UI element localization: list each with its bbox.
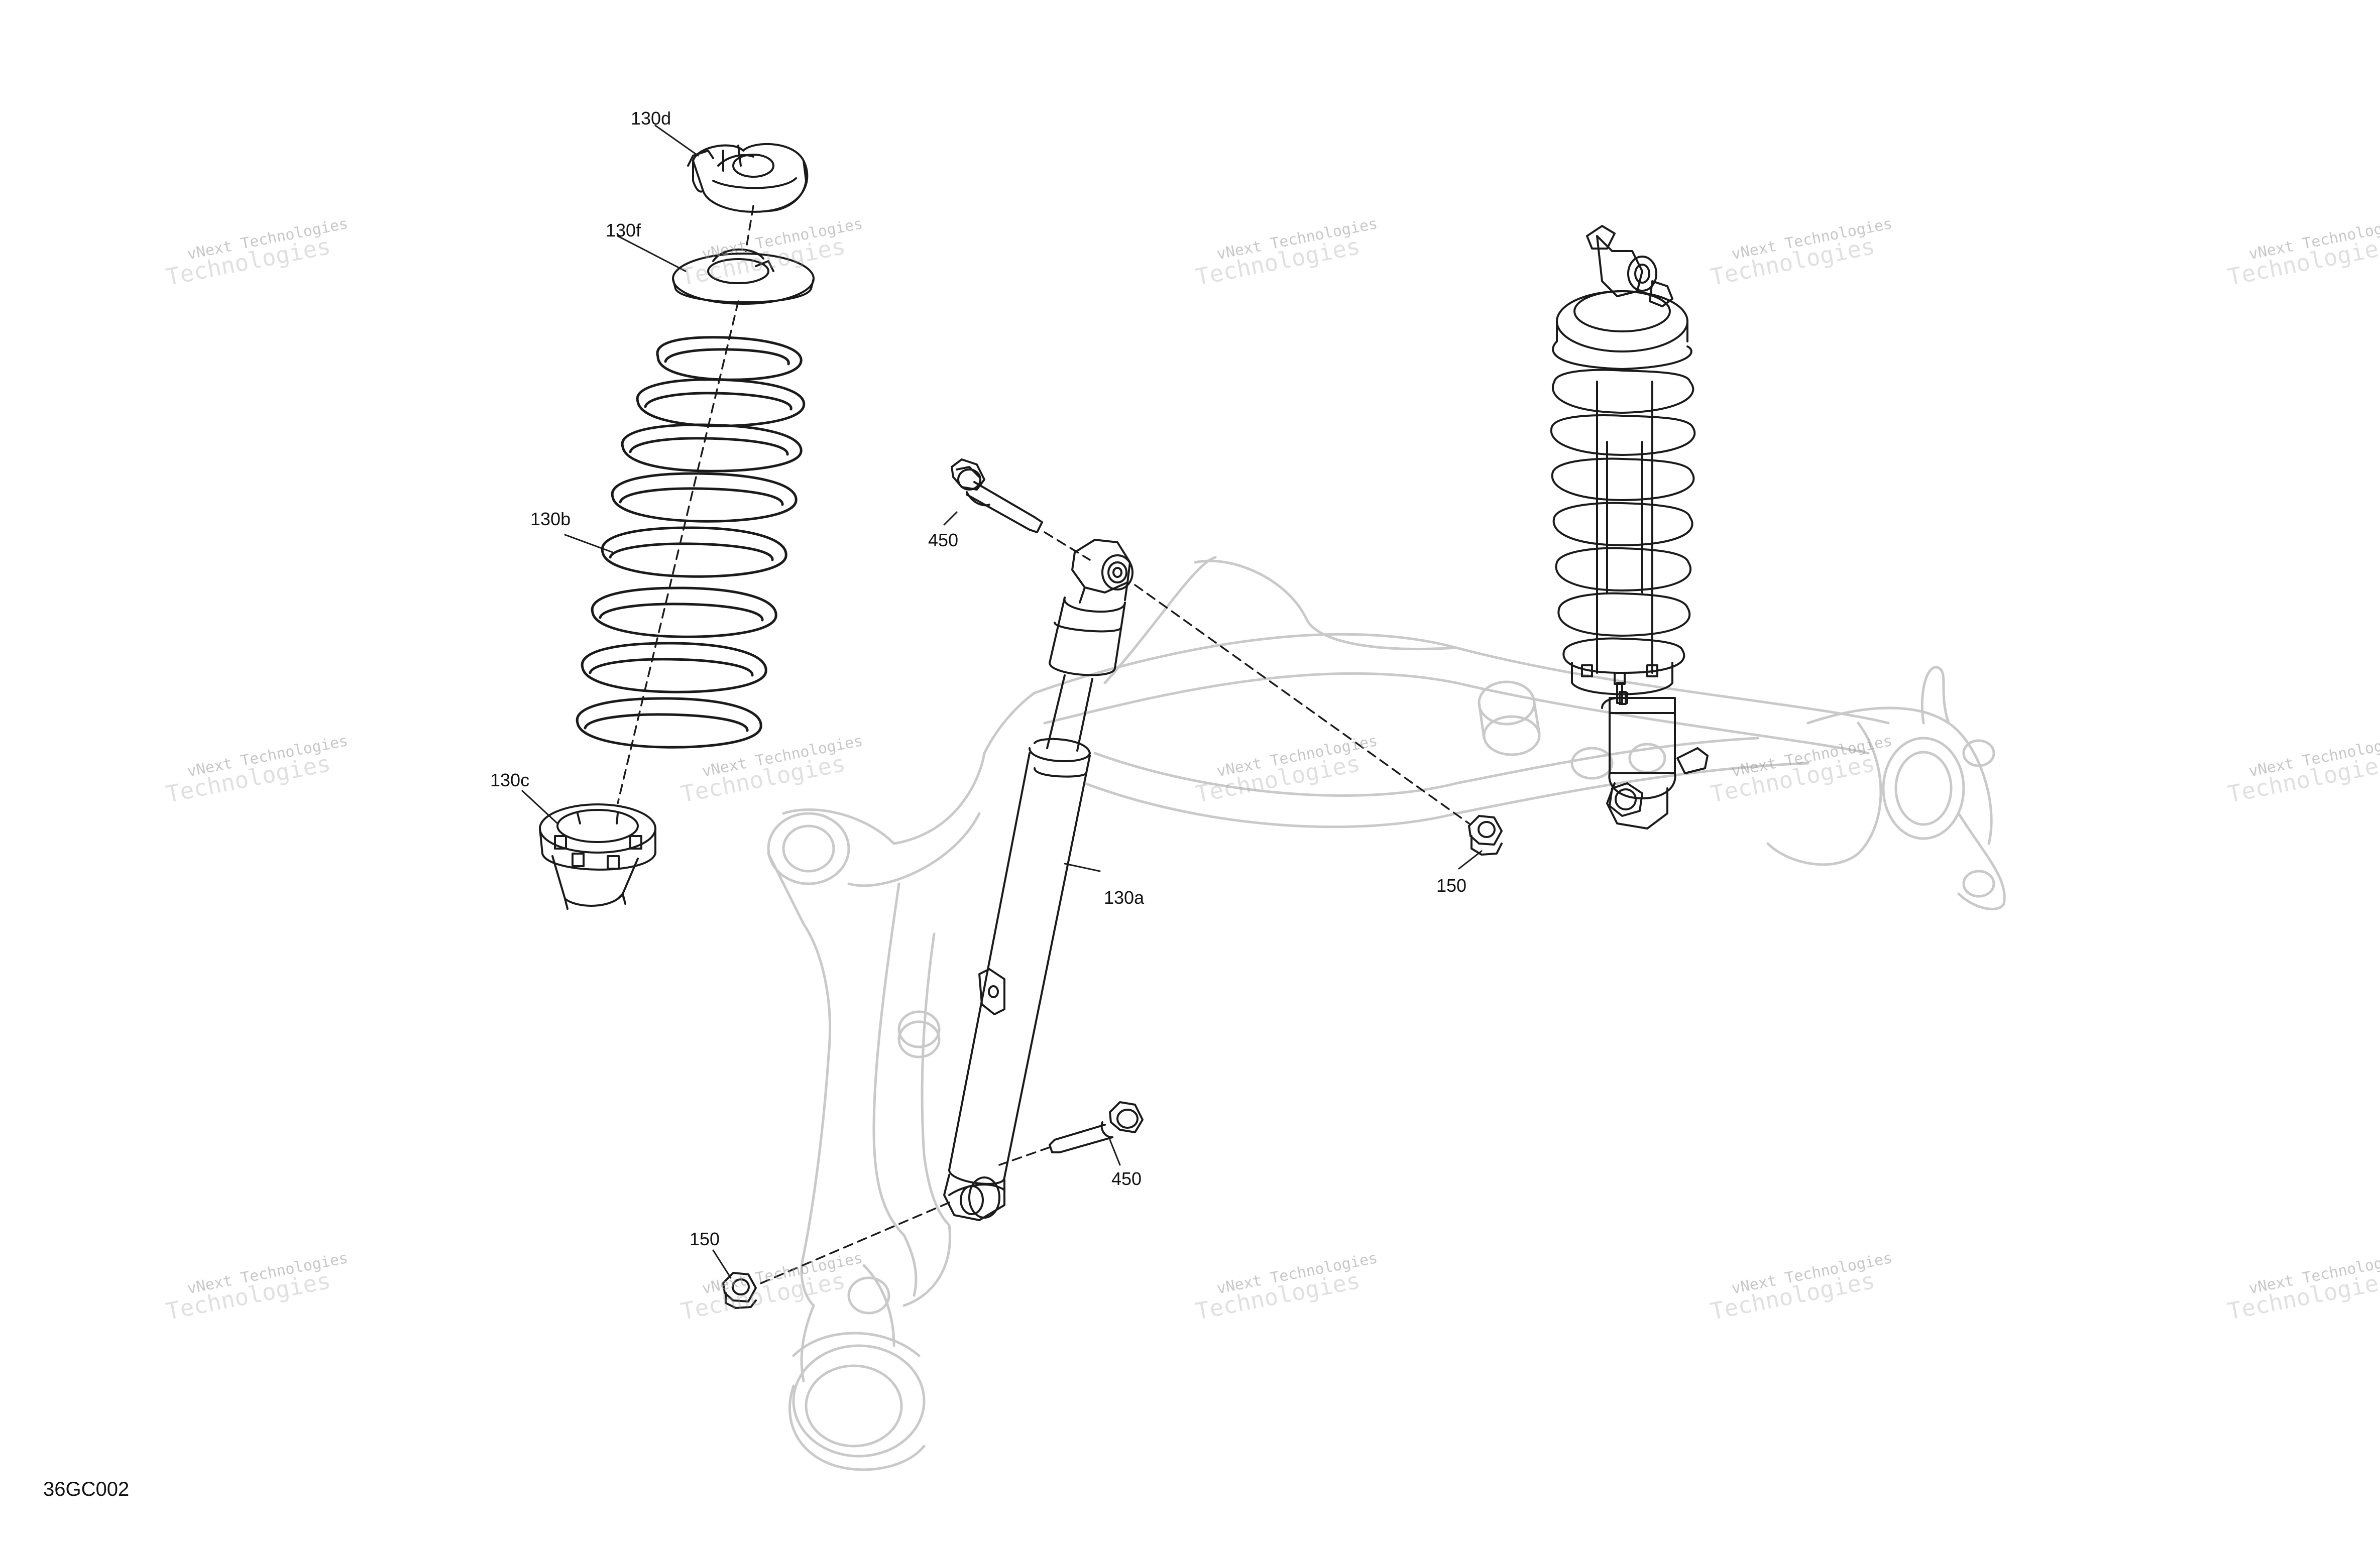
spring-seat-130f — [672, 248, 815, 305]
callout-leaders — [521, 125, 1483, 1279]
nut-150-left — [722, 1272, 757, 1309]
callout-130f: 130f — [606, 220, 641, 241]
ghost-a-arm — [767, 556, 2006, 1471]
shock-absorber-130a — [943, 539, 1134, 1221]
callout-130d: 130d — [631, 108, 671, 129]
nut-150-right — [1468, 815, 1503, 856]
spring-retainer-130d — [687, 143, 809, 213]
assembly-axis-lines — [617, 205, 1470, 1286]
callout-450-bottom: 450 — [1111, 1168, 1142, 1189]
callout-130c: 130c — [490, 770, 530, 790]
callout-130b: 130b — [530, 509, 571, 529]
callout-150-right: 150 — [1436, 875, 1467, 896]
coil-spring-130b — [576, 336, 806, 749]
spring-cup-130c — [539, 803, 656, 910]
bolt-450-bottom — [1049, 1101, 1144, 1153]
callout-130a: 130a — [1104, 887, 1145, 908]
callout-150-left: 150 — [690, 1229, 720, 1249]
assembled-shock — [1550, 225, 1709, 829]
callout-450-top: 450 — [928, 530, 959, 550]
figure-id: 36GC002 — [43, 1478, 130, 1500]
bolt-450-top — [951, 458, 1043, 533]
